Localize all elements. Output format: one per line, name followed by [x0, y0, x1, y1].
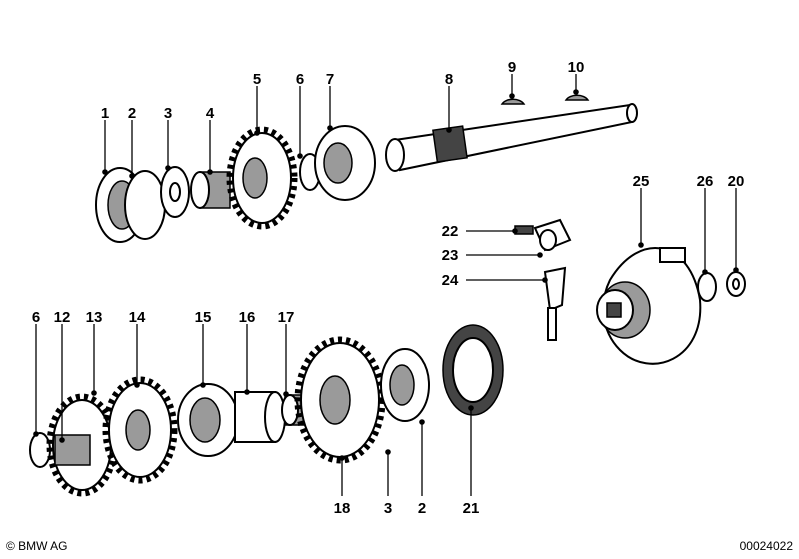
- upper-parts: [95, 94, 638, 243]
- callout-12[interactable]: 12: [54, 309, 71, 326]
- callout-23[interactable]: 23: [442, 247, 459, 264]
- callout-25[interactable]: 25: [633, 173, 650, 190]
- lower-parts: [29, 324, 504, 497]
- callout-2[interactable]: 2: [128, 105, 136, 122]
- callout-17[interactable]: 17: [278, 309, 295, 326]
- callout-7[interactable]: 7: [326, 71, 334, 88]
- callout-6[interactable]: 6: [296, 71, 304, 88]
- callout-6-lower[interactable]: 6: [32, 309, 40, 326]
- callout-3[interactable]: 3: [164, 105, 172, 122]
- callout-4[interactable]: 4: [206, 105, 215, 122]
- callout-20[interactable]: 20: [728, 173, 745, 190]
- callout-21[interactable]: 21: [463, 500, 480, 517]
- callout-13[interactable]: 13: [86, 309, 103, 326]
- callout-2-lower[interactable]: 2: [418, 500, 426, 517]
- callout-3-lower[interactable]: 3: [384, 500, 392, 517]
- callout-1[interactable]: 1: [101, 105, 109, 122]
- leader-lines: [33, 74, 739, 496]
- callout-26[interactable]: 26: [697, 173, 714, 190]
- callout-14[interactable]: 14: [129, 309, 146, 326]
- callouts: 1 2 3 4 5 6 7 8 9 10 25 26 20 22 23 24 6…: [32, 59, 745, 517]
- callout-16[interactable]: 16: [239, 309, 256, 326]
- diagram-number: 00024022: [739, 539, 793, 553]
- callout-24[interactable]: 24: [442, 272, 459, 289]
- callout-15[interactable]: 15: [195, 309, 212, 326]
- copyright-label: © BMW AG: [6, 539, 68, 553]
- callout-9[interactable]: 9: [508, 59, 516, 76]
- callout-22[interactable]: 22: [442, 223, 459, 240]
- callout-18[interactable]: 18: [334, 500, 351, 517]
- callout-8[interactable]: 8: [445, 71, 453, 88]
- callout-10[interactable]: 10: [568, 59, 585, 76]
- right-parts: [514, 218, 746, 365]
- callout-5[interactable]: 5: [253, 71, 261, 88]
